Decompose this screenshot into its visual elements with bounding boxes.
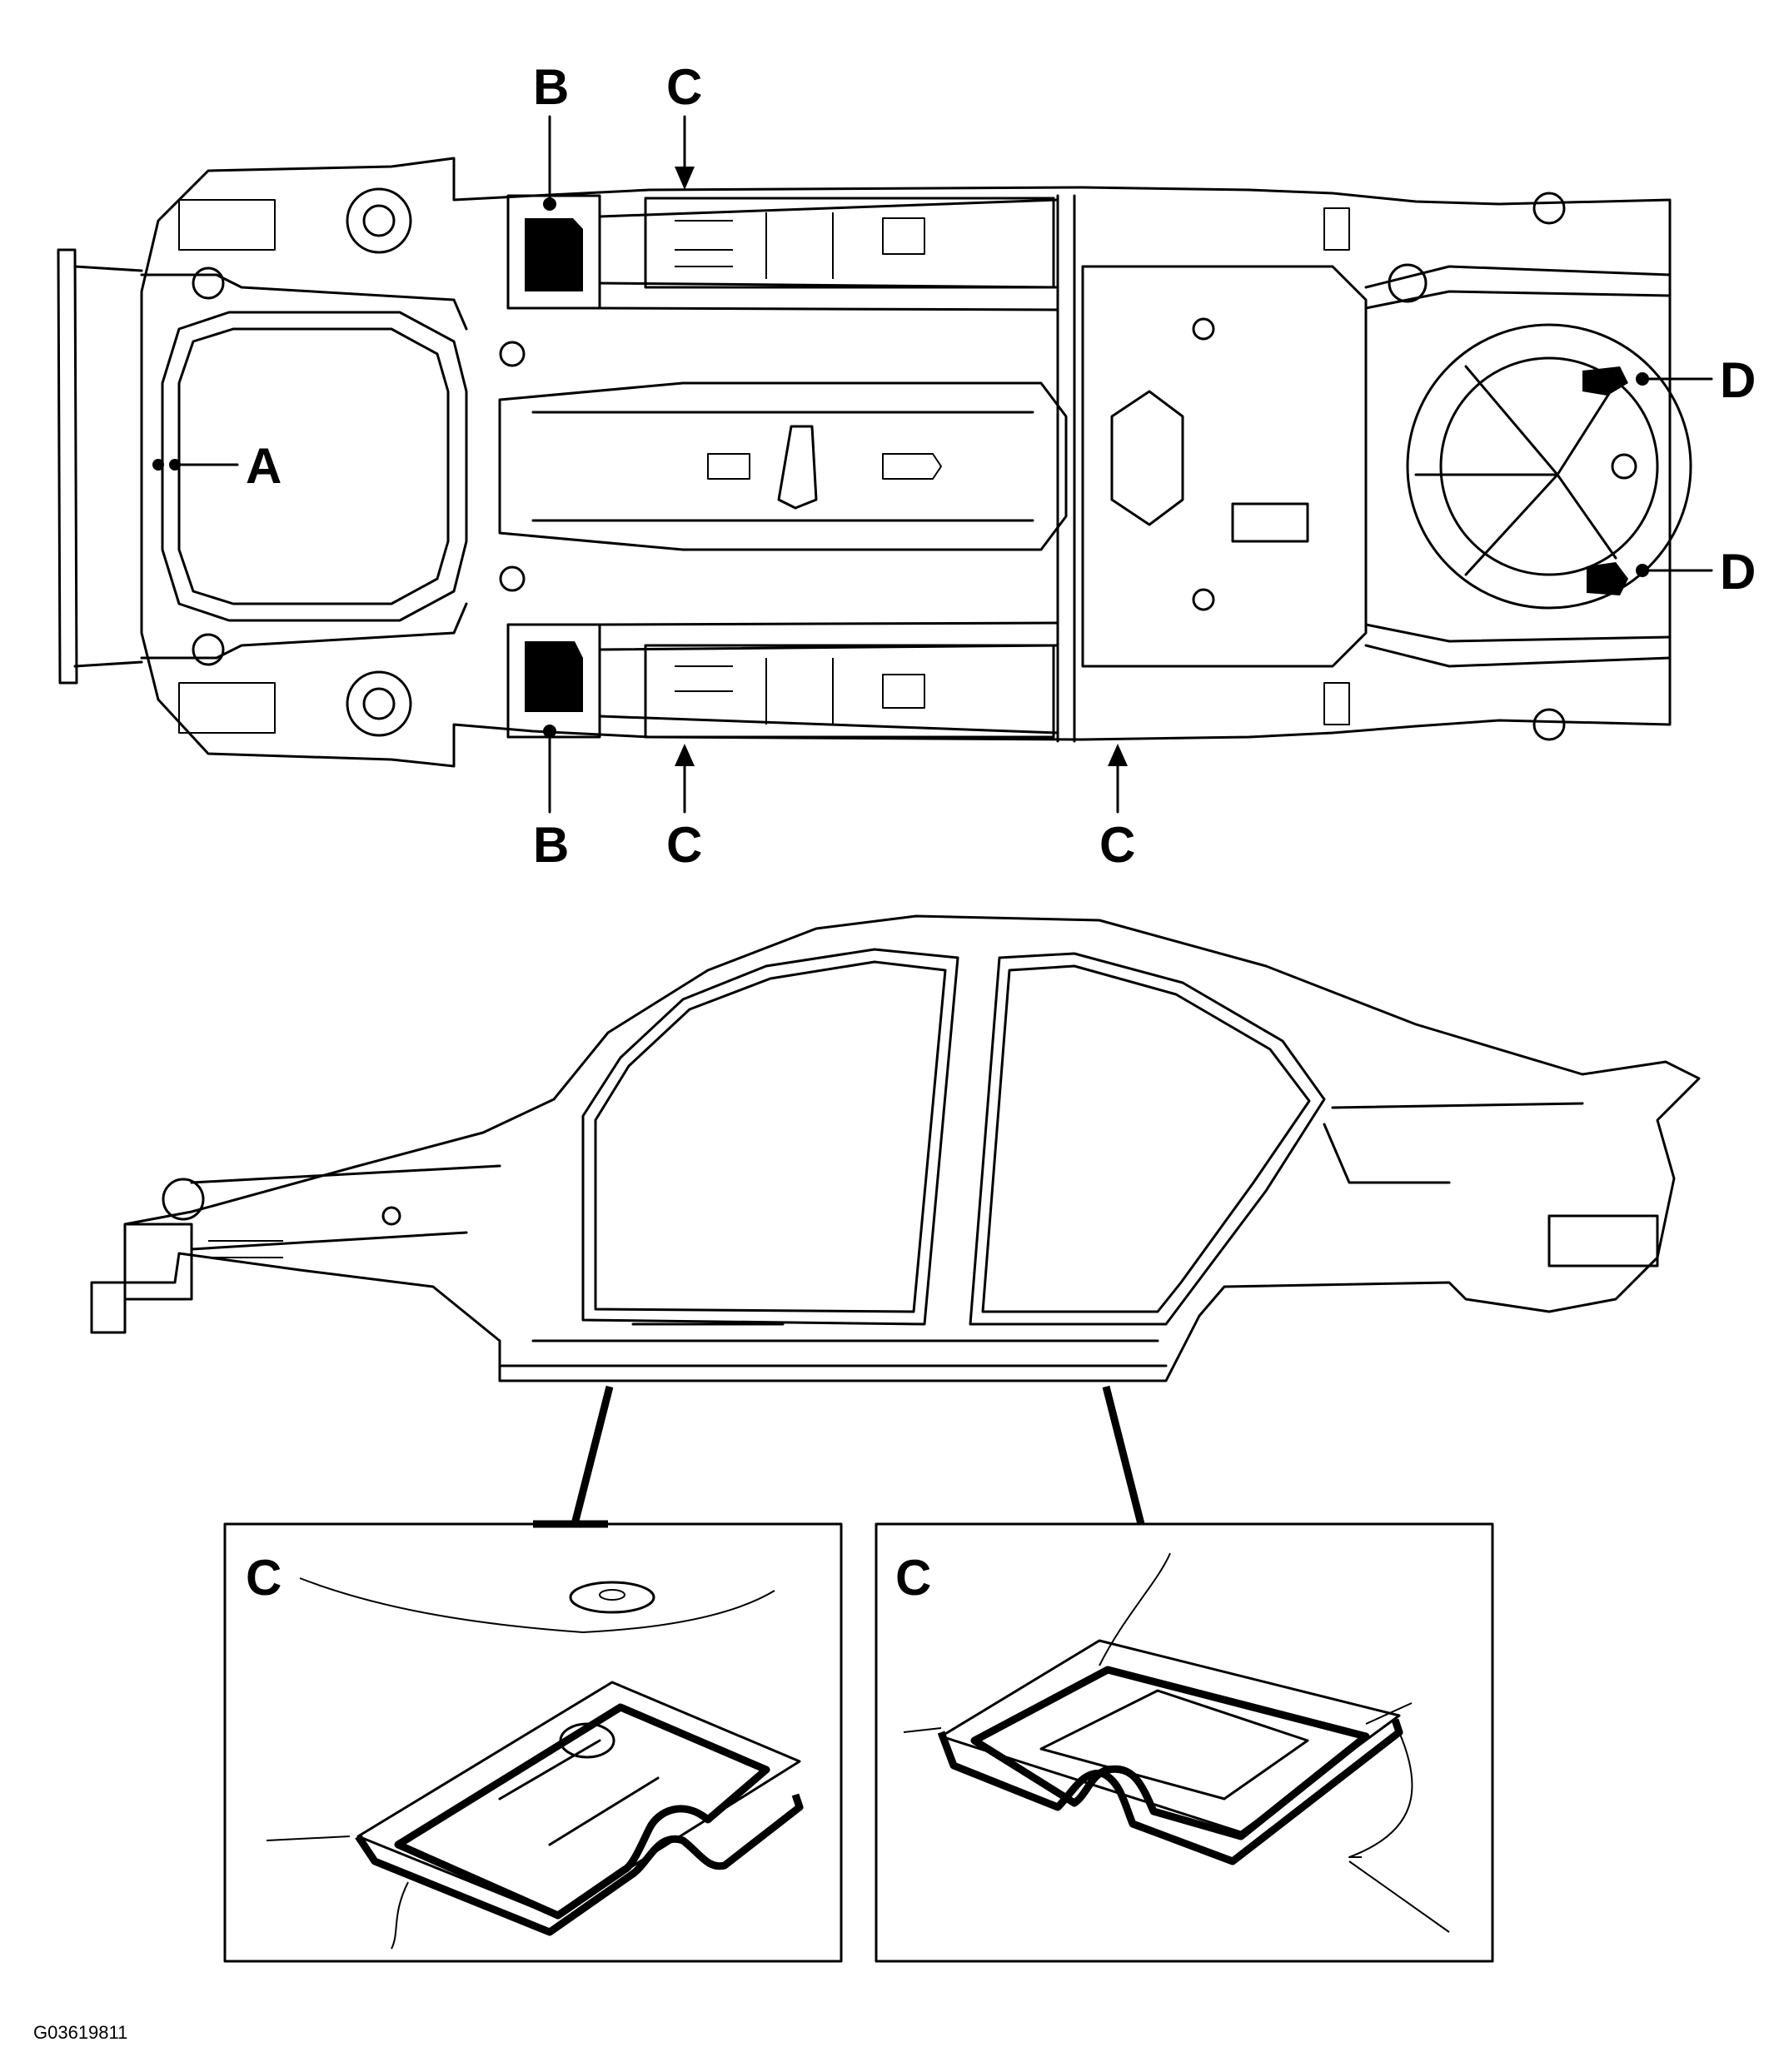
- floor-panel-rear: [644, 644, 1055, 739]
- spare-tire-well: [1406, 323, 1692, 610]
- label-c-detail-right: C: [895, 1550, 931, 1606]
- label-a: A: [246, 438, 282, 494]
- detail-c-right: [875, 1522, 1494, 1963]
- label-b-upper: B: [533, 59, 569, 115]
- side-body-view: [90, 914, 1701, 1526]
- label-c-lower-right: C: [1099, 817, 1135, 873]
- plug-b-upper: [525, 218, 583, 291]
- rear-door-opening: [969, 952, 1326, 1326]
- label-b-lower: B: [533, 817, 569, 873]
- sealant-bead-left: [355, 1793, 804, 1936]
- plug-b-lower: [525, 641, 583, 712]
- floor-tunnel: [498, 381, 1068, 551]
- label-d-upper: D: [1720, 352, 1756, 408]
- side-body-outline: [90, 914, 1701, 1382]
- label-c-lower-left: C: [666, 817, 702, 873]
- callouts: A B B C C C D D C C G03619811: [33, 59, 1756, 2043]
- label-c-upper: C: [666, 59, 702, 115]
- rear-floor: [1081, 265, 1368, 668]
- label-c-detail-left: C: [246, 1550, 282, 1606]
- underbody-view: [57, 157, 1692, 768]
- front-bumper-beam: [57, 248, 78, 685]
- detail-box-right: [875, 1522, 1494, 1963]
- label-d-lower: D: [1720, 544, 1756, 600]
- engine-cradle: [161, 311, 468, 622]
- detail-box-left: [223, 1522, 843, 1963]
- front-door-opening: [581, 948, 959, 1326]
- figure-id: G03619811: [33, 2022, 127, 2043]
- underbody-outline: [140, 157, 1672, 768]
- floor-panel-front: [644, 197, 1055, 289]
- plug-d-upper: [1582, 366, 1628, 396]
- detail-c-left: [223, 1520, 843, 1963]
- plug-d-lower: [1587, 562, 1628, 595]
- sealant-bead-right: [937, 1718, 1403, 1865]
